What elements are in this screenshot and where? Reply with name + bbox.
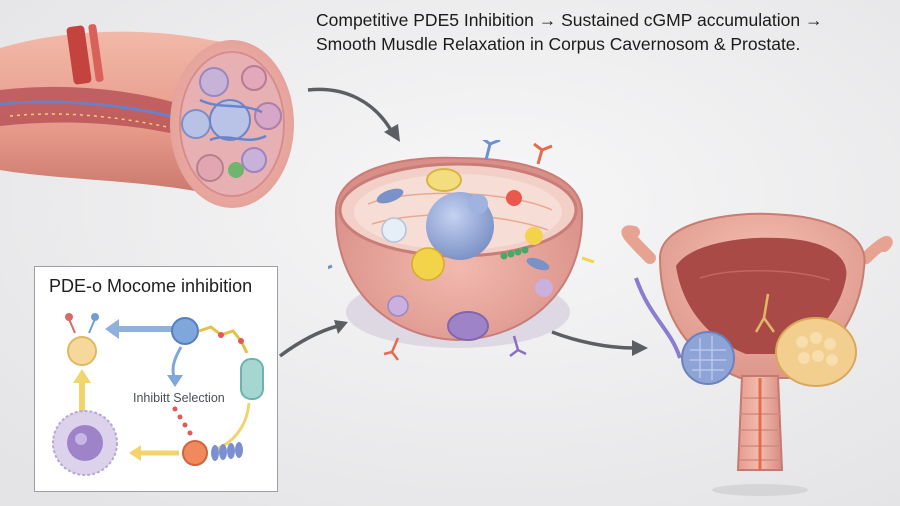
inset-mechanism-diagram xyxy=(52,313,264,476)
arrow-vessel-to-cell xyxy=(307,87,400,142)
inset-mechanism-panel: PDE-o Mocome inhibition xyxy=(34,266,278,492)
smooth-muscle-cell-illustration xyxy=(328,140,595,361)
inset-center-label: Inhibitt Selection xyxy=(133,391,225,405)
molecule-chain-icon xyxy=(198,325,249,354)
receptor-icon xyxy=(65,313,99,366)
inset-title: PDE-o Mocome inhibition xyxy=(49,276,253,296)
arrow-left-icon xyxy=(105,319,175,339)
headline-line-1: Competitive PDE5 Inhibition → Sustained … xyxy=(316,10,823,30)
enzyme-node-icon xyxy=(167,317,199,387)
headline-line-2: Smooth Musdle Relaxation in Corpus Caver… xyxy=(316,34,801,54)
arrow-cell-to-prostate xyxy=(551,330,648,356)
arrow-left-bottom-icon xyxy=(129,445,179,461)
vessel-cross-section-illustration xyxy=(0,24,294,208)
cgmp-capsule-icon xyxy=(240,358,264,400)
headline: Competitive PDE5 Inhibition → Sustained … xyxy=(316,8,896,56)
prostate-bladder-illustration xyxy=(621,212,893,496)
pde5-node-icon xyxy=(182,440,243,466)
arrow-inset-to-cell xyxy=(278,320,348,358)
arrow-up-icon xyxy=(73,369,91,413)
immune-cell-icon xyxy=(52,410,118,476)
arrow-curve-icon xyxy=(172,402,251,451)
